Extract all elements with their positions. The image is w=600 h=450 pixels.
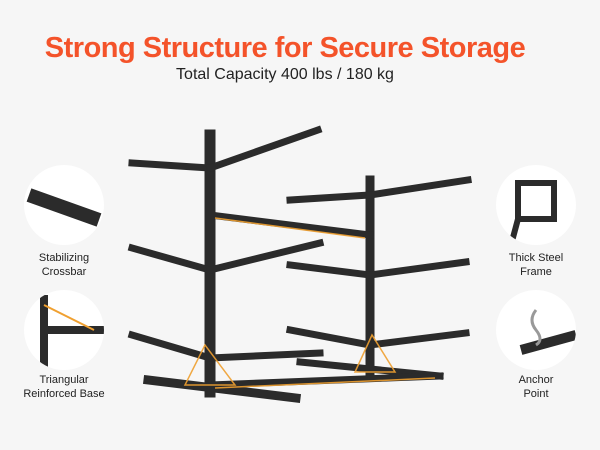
label-line: Thick Steel — [508, 252, 564, 264]
capacity-subtitle: Total Capacity 400 lbs / 180 kg — [176, 66, 394, 83]
label-line: Triangular — [39, 374, 89, 386]
label-line: Crossbar — [41, 266, 87, 278]
square-tube-detail-image — [496, 165, 576, 245]
label-line: Stabilizing — [38, 252, 90, 264]
label-line: Reinforced Base — [23, 388, 105, 400]
label-line: Frame — [520, 266, 552, 278]
page-title: Strong Structure for Secure Storage — [44, 32, 526, 64]
hook-detail-image — [496, 290, 576, 370]
base-detail-image — [24, 290, 104, 370]
crossbar-detail-image — [24, 165, 104, 245]
label-line: Anchor — [518, 374, 554, 386]
label-line: Point — [523, 388, 549, 400]
